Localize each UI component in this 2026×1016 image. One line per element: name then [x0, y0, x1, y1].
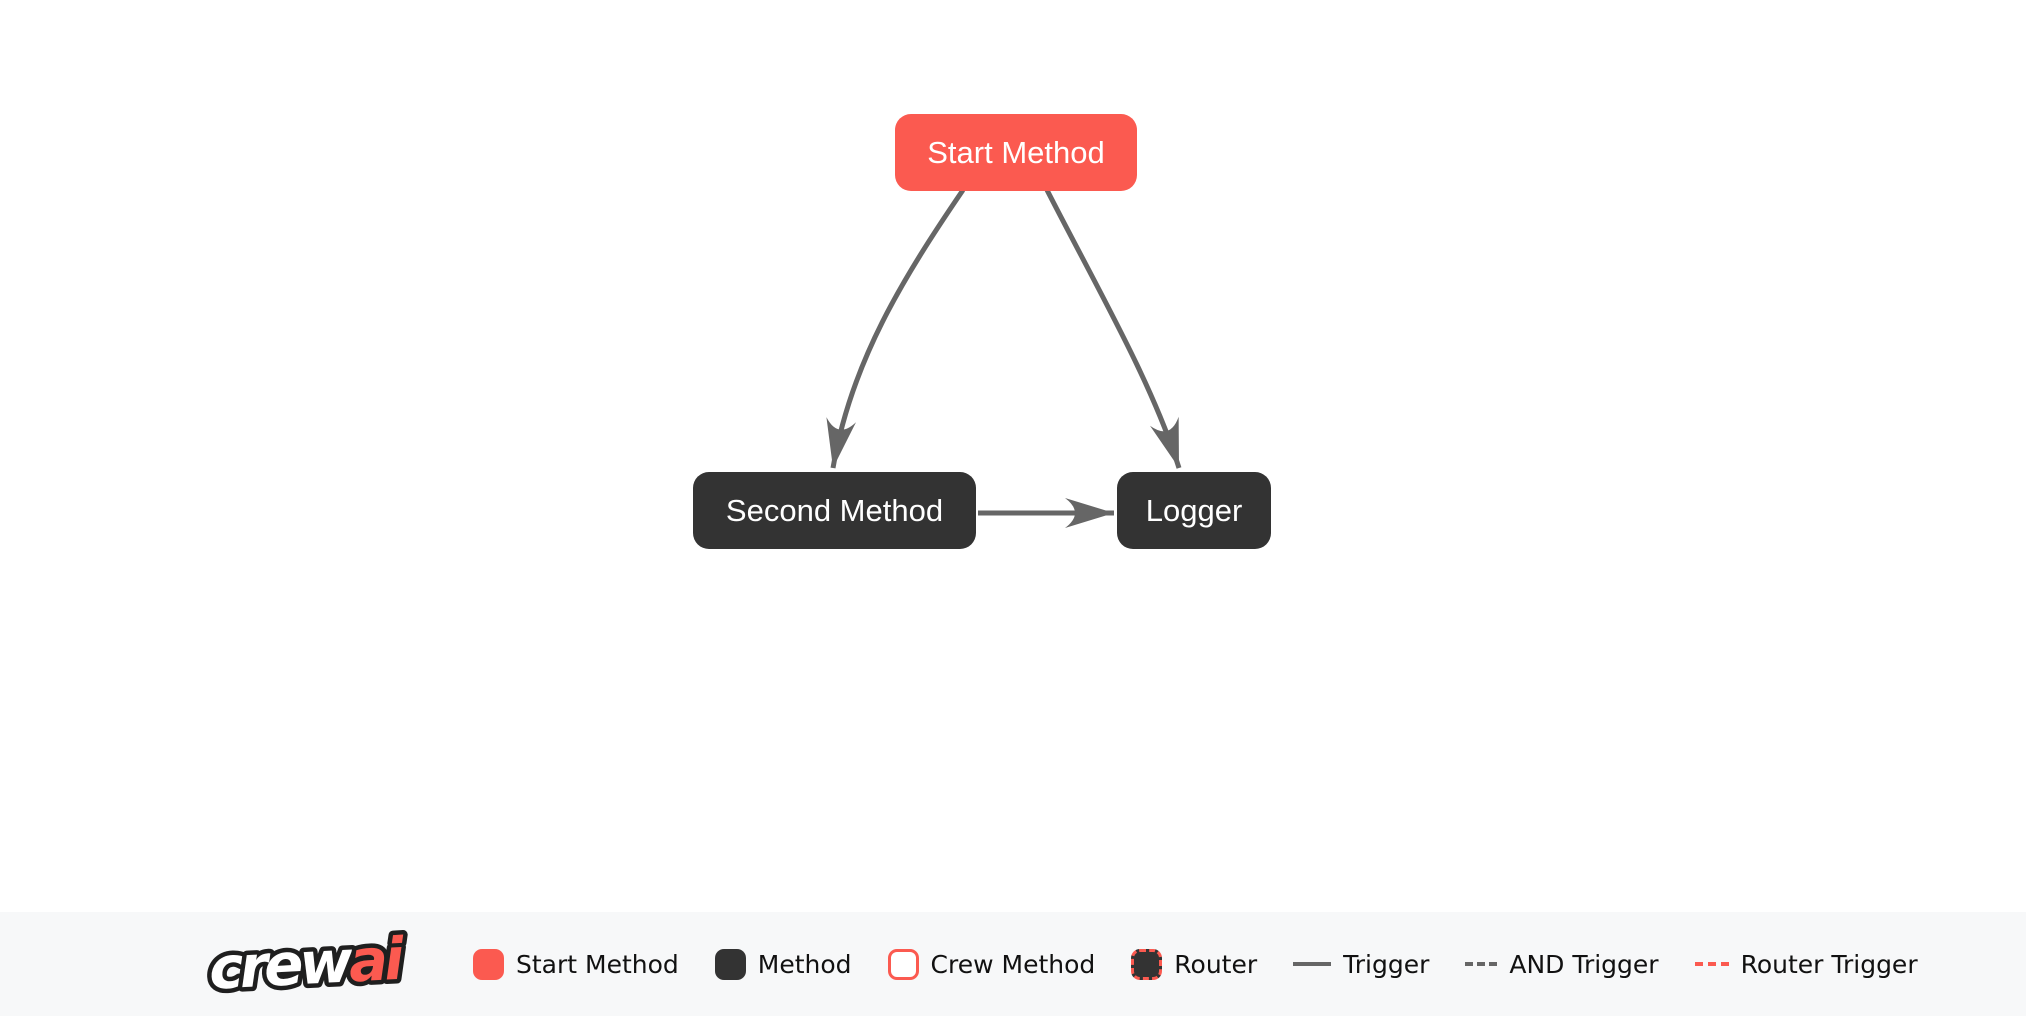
and-trigger-line-icon — [1465, 962, 1498, 966]
flow-edges — [826, 188, 1182, 528]
legend-item-router: Router — [1131, 948, 1258, 980]
legend-item-method: Method — [714, 948, 852, 980]
legend-item-router-trigger: Router Trigger — [1694, 949, 1918, 979]
start-method-swatch — [473, 948, 504, 980]
edge-start-to-second — [826, 188, 966, 469]
router-trigger-line-icon — [1694, 962, 1729, 966]
legend-bar: crewai Start Method Method Crew Method R… — [0, 912, 2026, 1016]
legend-label-router-trigger: Router Trigger — [1740, 949, 1918, 979]
legend-item-and-trigger: AND Trigger — [1465, 949, 1659, 979]
flow-canvas[interactable]: Start Method Second Method Logger — [0, 0, 2026, 912]
legend-item-start-method: Start Method — [473, 948, 679, 980]
legend-label-start-method: Start Method — [516, 949, 679, 979]
crewai-logo: crewai — [205, 925, 411, 1003]
node-logger[interactable]: Logger — [1117, 472, 1271, 549]
node-start-method[interactable]: Start Method — [895, 114, 1137, 191]
legend-label-method: Method — [757, 949, 852, 979]
node-second-method[interactable]: Second Method — [693, 472, 976, 549]
legend-label-and-trigger: AND Trigger — [1509, 949, 1659, 979]
crew-method-swatch — [887, 948, 919, 980]
edge-start-to-logger — [1044, 188, 1182, 469]
method-swatch — [714, 948, 746, 980]
legend-label-crew-method: Crew Method — [930, 949, 1096, 979]
legend-label-router: Router — [1174, 949, 1258, 979]
router-swatch — [1131, 948, 1163, 980]
legend-item-crew-method: Crew Method — [887, 948, 1096, 980]
trigger-line-icon — [1293, 962, 1332, 966]
crewai-logo-text: crewai — [207, 925, 406, 1003]
legend-label-trigger: Trigger — [1343, 949, 1430, 979]
legend-item-trigger: Trigger — [1293, 950, 1429, 979]
